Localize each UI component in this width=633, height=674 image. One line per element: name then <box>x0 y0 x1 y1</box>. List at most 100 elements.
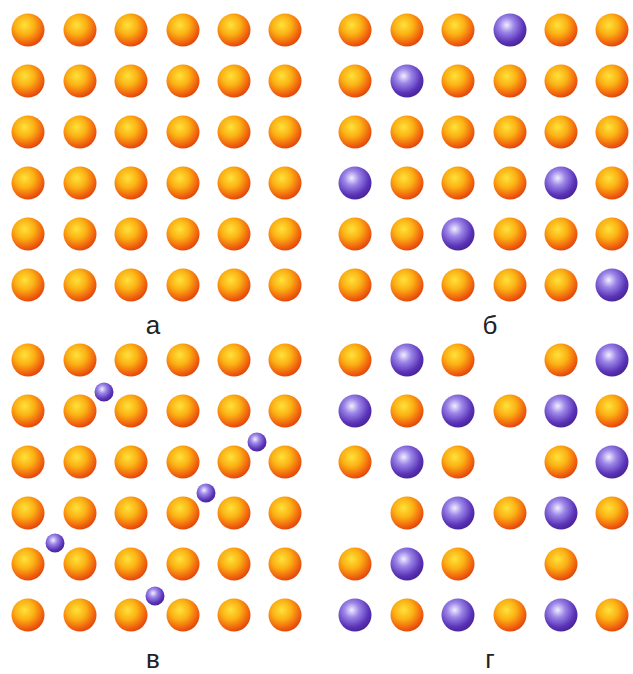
host-atom <box>64 395 97 428</box>
host-atom <box>269 446 302 479</box>
impurity-atom <box>146 587 165 606</box>
host-atom <box>167 65 200 98</box>
impurity-atom <box>95 383 114 402</box>
impurity-atom <box>596 446 629 479</box>
impurity-atom <box>339 599 372 632</box>
host-atom <box>339 446 372 479</box>
host-atom <box>269 167 302 200</box>
host-atom <box>167 548 200 581</box>
host-atom <box>64 65 97 98</box>
host-atom <box>442 548 475 581</box>
host-atom <box>218 446 251 479</box>
host-atom <box>545 344 578 377</box>
host-atom <box>545 218 578 251</box>
host-atom <box>167 446 200 479</box>
host-atom <box>167 497 200 530</box>
host-atom <box>115 548 148 581</box>
host-atom <box>391 269 424 302</box>
panel-letter: а <box>146 312 160 338</box>
impurity-atom <box>391 446 424 479</box>
host-atom <box>64 116 97 149</box>
host-atom <box>218 14 251 47</box>
host-atom <box>218 548 251 581</box>
host-atom <box>545 14 578 47</box>
host-atom <box>115 497 148 530</box>
host-atom <box>545 446 578 479</box>
host-atom <box>494 395 527 428</box>
host-atom <box>115 14 148 47</box>
host-atom <box>339 548 372 581</box>
host-atom <box>596 599 629 632</box>
host-atom <box>391 497 424 530</box>
host-atom <box>12 14 45 47</box>
impurity-atom <box>545 395 578 428</box>
host-atom <box>494 167 527 200</box>
host-atom <box>12 599 45 632</box>
impurity-atom <box>391 65 424 98</box>
host-atom <box>115 65 148 98</box>
host-atom <box>218 497 251 530</box>
impurity-atom <box>46 534 65 553</box>
host-atom <box>269 218 302 251</box>
host-atom <box>218 167 251 200</box>
impurity-atom <box>442 599 475 632</box>
host-atom <box>167 167 200 200</box>
host-atom <box>115 218 148 251</box>
host-atom <box>64 599 97 632</box>
host-atom <box>115 599 148 632</box>
host-atom <box>339 116 372 149</box>
host-atom <box>545 269 578 302</box>
host-atom <box>596 395 629 428</box>
host-atom <box>269 14 302 47</box>
host-atom <box>596 497 629 530</box>
impurity-atom <box>391 548 424 581</box>
host-atom <box>115 344 148 377</box>
host-atom <box>167 14 200 47</box>
host-atom <box>64 497 97 530</box>
host-atom <box>64 548 97 581</box>
host-atom <box>269 548 302 581</box>
host-atom <box>115 446 148 479</box>
host-atom <box>218 599 251 632</box>
host-atom <box>64 14 97 47</box>
host-atom <box>391 395 424 428</box>
host-atom <box>339 269 372 302</box>
host-atom <box>12 218 45 251</box>
host-atom <box>494 269 527 302</box>
host-atom <box>12 395 45 428</box>
host-atom <box>339 218 372 251</box>
host-atom <box>167 599 200 632</box>
host-atom <box>12 167 45 200</box>
host-atom <box>218 65 251 98</box>
host-atom <box>12 65 45 98</box>
host-atom <box>545 116 578 149</box>
impurity-atom <box>248 433 267 452</box>
impurity-atom <box>391 344 424 377</box>
host-atom <box>218 218 251 251</box>
host-atom <box>442 116 475 149</box>
host-atom <box>167 218 200 251</box>
host-atom <box>269 599 302 632</box>
host-atom <box>64 218 97 251</box>
host-atom <box>391 167 424 200</box>
host-atom <box>64 167 97 200</box>
impurity-atom <box>442 497 475 530</box>
host-atom <box>442 344 475 377</box>
host-atom <box>596 116 629 149</box>
host-atom <box>12 548 45 581</box>
host-atom <box>269 116 302 149</box>
impurity-atom <box>596 344 629 377</box>
host-atom <box>391 599 424 632</box>
impurity-atom <box>442 395 475 428</box>
host-atom <box>442 269 475 302</box>
host-atom <box>391 116 424 149</box>
host-atom <box>442 167 475 200</box>
host-atom <box>218 269 251 302</box>
host-atom <box>64 446 97 479</box>
host-atom <box>218 344 251 377</box>
panel-letter: б <box>483 312 498 338</box>
host-atom <box>269 497 302 530</box>
host-atom <box>115 269 148 302</box>
host-atom <box>545 548 578 581</box>
